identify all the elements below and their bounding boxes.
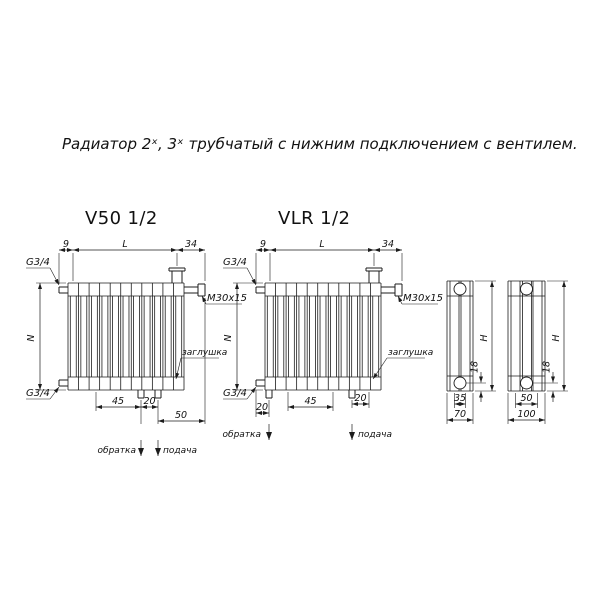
side3-dim-50-label: 50 bbox=[520, 393, 532, 404]
page-title: Радиатор 2ˣ, 3ˣ трубчатый с нижним подкл… bbox=[62, 135, 578, 153]
v50-model-label: V50 1/2 bbox=[85, 208, 158, 229]
side3-top-connection-boss bbox=[520, 282, 533, 296]
v50-dim-20-label: 20 bbox=[143, 396, 155, 407]
v50-dim-45-label: 45 bbox=[112, 396, 124, 407]
vlr-dim-9-label: 9 bbox=[260, 239, 266, 250]
side3-dimension-lines bbox=[508, 281, 566, 422]
vlr-dim-34-label: 34 bbox=[382, 239, 394, 250]
side3-bottom-connection-boss bbox=[520, 376, 533, 390]
side2-dim-70-label: 70 bbox=[454, 409, 466, 420]
v50-leader-lines bbox=[26, 267, 242, 400]
v50-thread-bottom-label: G3/4 bbox=[26, 388, 50, 399]
v50-dim-50-label: 50 bbox=[175, 410, 187, 421]
v50-supply-label: подача bbox=[163, 446, 197, 456]
vlr-dim-20-left-label: 20 bbox=[256, 402, 268, 413]
vlr-thread-bottom-label: G3/4 bbox=[223, 388, 247, 399]
side2-dim-H-label: H bbox=[479, 334, 490, 341]
vlr-flow-arrows bbox=[266, 424, 355, 440]
side2-bottom-connection-boss bbox=[453, 376, 467, 390]
side2-dimension-lines bbox=[447, 281, 494, 422]
side2-body bbox=[446, 280, 474, 392]
side3-dim-H-label: H bbox=[551, 334, 562, 341]
vlr-dimension-lines bbox=[235, 248, 402, 415]
v50-extension-lines bbox=[36, 253, 206, 424]
vlr-radiator-body bbox=[264, 282, 382, 391]
vlr-dim-height-label: N bbox=[223, 334, 234, 341]
side-view-two-column: H 18 35 70 bbox=[446, 280, 496, 424]
vlr-plug-label: заглушка bbox=[388, 348, 433, 358]
vlr-dim-45-label: 45 bbox=[304, 396, 316, 407]
side2-top-connection-boss bbox=[453, 282, 467, 296]
side3-dim-18-label: 18 bbox=[542, 361, 553, 373]
v50-radiator-body bbox=[67, 282, 185, 391]
v50-flow-arrows bbox=[138, 440, 161, 456]
vlr-return-label: обратка bbox=[223, 430, 261, 440]
side2-dim-35-label: 35 bbox=[454, 393, 466, 404]
vlr-dim-20-right-label: 20 bbox=[354, 393, 366, 404]
vlr-model-label: VLR 1/2 bbox=[278, 208, 350, 229]
side2-dim-18-label: 18 bbox=[470, 361, 481, 373]
vlr-leader-lines bbox=[223, 267, 438, 400]
side2-extension-lines bbox=[446, 280, 496, 424]
v50-dim-34-label: 34 bbox=[185, 239, 197, 250]
side3-extension-lines bbox=[507, 280, 568, 424]
vlr-dim-length-label: L bbox=[319, 239, 324, 250]
v50-fittings bbox=[58, 267, 206, 399]
side-view-three-column: H 18 50 100 bbox=[507, 280, 568, 424]
side3-body bbox=[507, 280, 546, 392]
v50-return-label: обратка bbox=[98, 446, 136, 456]
v50-valve-thread-label: M30x15 bbox=[207, 293, 247, 304]
side3-dim-100-label: 100 bbox=[517, 409, 535, 420]
v50-thread-top-label: G3/4 bbox=[26, 257, 50, 268]
v50-dim-9-label: 9 bbox=[63, 239, 69, 250]
v50-drawing: V50 1/2 9 L 34 G3/4 M30x15 bbox=[26, 208, 247, 456]
v50-dim-length-label: L bbox=[122, 239, 127, 250]
v50-dimension-lines bbox=[38, 248, 205, 423]
vlr-fittings bbox=[255, 267, 403, 399]
vlr-supply-label: подача bbox=[358, 430, 392, 440]
vlr-thread-top-label: G3/4 bbox=[223, 257, 247, 268]
vlr-valve-thread-label: M30x15 bbox=[403, 293, 443, 304]
v50-dim-height-label: N bbox=[26, 334, 37, 341]
vlr-drawing: VLR 1/2 9 L 34 G3/4 M30x15 bbox=[223, 208, 443, 440]
v50-plug-label: заглушка bbox=[182, 348, 227, 358]
